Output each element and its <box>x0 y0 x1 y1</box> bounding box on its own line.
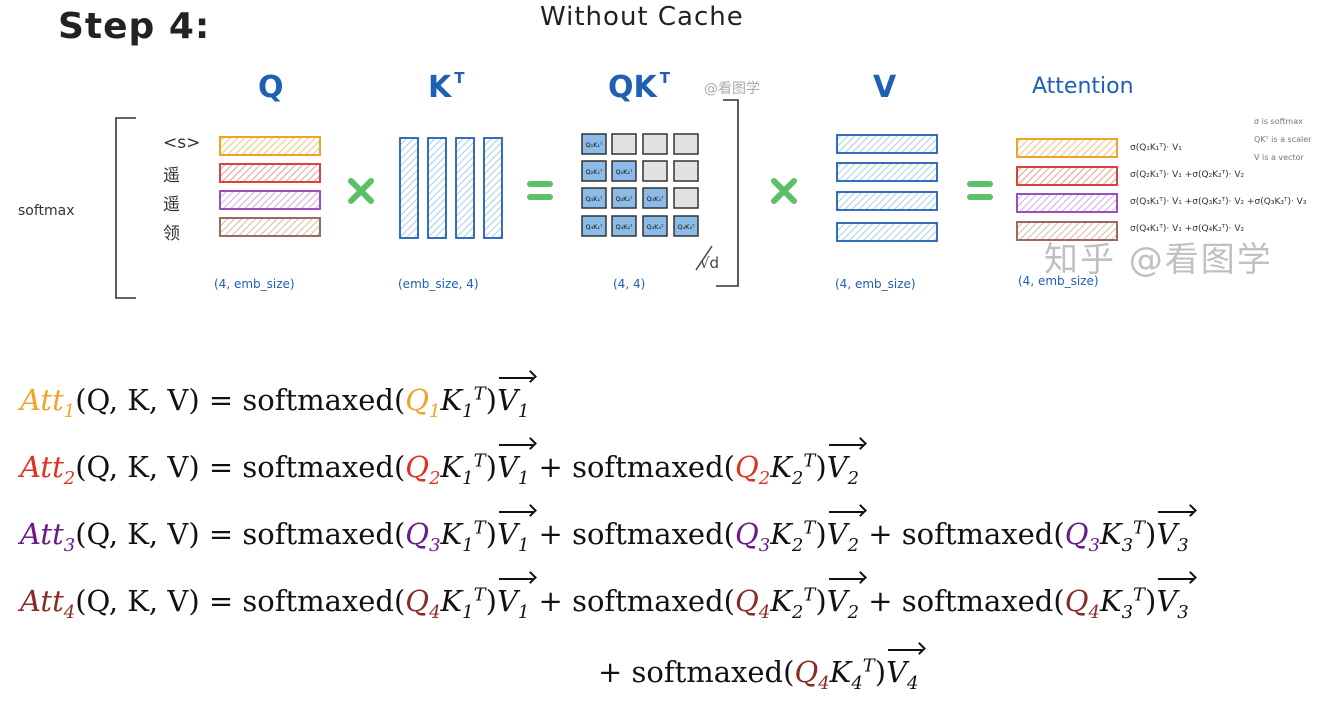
att-row-label-4: σ(Q₄K₁ᵀ)· V₁ +σ(Q₄K₂ᵀ)· V₂ <box>1130 224 1245 234</box>
equation-2: Att2(Q, K, V) = softmaxed(Q2K1T)V1 + sof… <box>20 444 864 489</box>
qk-cell <box>673 187 699 209</box>
equation-4-continued: + softmaxed(Q4K4T)V4 <box>598 649 923 694</box>
q-symbol: Q2 <box>405 450 441 489</box>
token-0: <s> <box>163 133 201 153</box>
qk-cell-label: Q₄K₃ᵀ <box>646 223 664 231</box>
equals-operator-2 <box>967 181 993 200</box>
v-vector: V2 <box>826 444 864 489</box>
k-col-1 <box>399 137 419 239</box>
q-row-1 <box>219 136 321 156</box>
header-qk-text: QK <box>608 70 657 105</box>
k-symbol: K1T <box>440 383 486 422</box>
qk-cell <box>581 160 607 182</box>
qk-cell-label: Q₁K₁ᵀ <box>585 141 603 149</box>
qk-cell-label: Q₃K₁ᵀ <box>585 195 603 203</box>
q-row-3 <box>219 190 321 210</box>
v-row-2 <box>836 162 938 182</box>
v-row-1 <box>836 134 938 154</box>
legend-item-3: V is a vector <box>1254 153 1304 162</box>
q-row-2 <box>219 163 321 183</box>
dim-att: (4, emb_size) <box>1018 274 1099 288</box>
softmax-label: softmax <box>18 203 75 219</box>
token-2: 遥 <box>163 195 180 215</box>
q-row-4 <box>219 217 321 237</box>
equation-1: Att1(Q, K, V) = softmaxed(Q1K1T)V1 <box>20 377 534 422</box>
header-q: Q <box>258 70 284 105</box>
q-symbol: Q1 <box>405 383 441 422</box>
qk-cell-label: Q₂K₁ᵀ <box>585 168 603 176</box>
v-vector: V1 <box>496 377 534 422</box>
att-row-label-1: σ(Q₁K₁ᵀ)· V₁ <box>1130 143 1182 153</box>
att-symbol: Att1 <box>20 383 76 422</box>
legend-item-2: QKᵀ is a scaler <box>1254 135 1312 144</box>
qk-cell <box>642 215 668 237</box>
qk-cell <box>611 160 637 182</box>
att-row-1 <box>1016 138 1118 158</box>
equation-3: Att3(Q, K, V) = softmaxed(Q3K1T)V1 + sof… <box>20 511 1194 556</box>
v-vector: V1 <box>496 444 534 489</box>
k-col-4 <box>483 137 503 239</box>
dim-qk: (4, 4) <box>613 277 646 291</box>
qk-cell-label: Q₂K₂ᵀ <box>615 168 633 176</box>
v-row-3 <box>836 191 938 211</box>
qk-cell <box>581 187 607 209</box>
qk-cell <box>611 133 637 155</box>
header-attention: Attention <box>1032 74 1134 99</box>
bracket-right <box>716 99 739 287</box>
v-row-4 <box>836 222 938 242</box>
qk-grid <box>581 133 699 237</box>
att-symbol: Att4 <box>20 584 76 623</box>
qk-cell-label: Q₃K₃ᵀ <box>646 195 664 203</box>
legend-item-1: σ is softmax <box>1254 117 1303 126</box>
qk-cell <box>611 187 637 209</box>
dim-v: (4, emb_size) <box>835 277 916 291</box>
sqrt-d-label: √d <box>700 254 719 272</box>
qk-cell-label: Q₄K₄ᵀ <box>677 223 695 231</box>
qk-cell <box>673 133 699 155</box>
qk-cell <box>581 215 607 237</box>
equation-4: Att4(Q, K, V) = softmaxed(Q4K1T)V1 + sof… <box>20 578 1194 623</box>
qk-cell-label: Q₄K₁ᵀ <box>585 223 603 231</box>
att-row-label-2: σ(Q₂K₁ᵀ)· V₁ +σ(Q₂K₂ᵀ)· V₂ <box>1130 170 1245 180</box>
header-k-sup: T <box>454 69 465 87</box>
qk-cell <box>673 160 699 182</box>
watermark-small: @看图学 <box>704 81 760 97</box>
att-row-4 <box>1016 221 1118 241</box>
att-row-label-3: σ(Q₃K₁ᵀ)· V₁ +σ(Q₃K₂ᵀ)· V₂ +σ(Q₃K₃ᵀ)· V₃ <box>1130 197 1307 207</box>
qk-cell <box>673 215 699 237</box>
equals-operator-1 <box>527 181 553 200</box>
qk-cell <box>581 133 607 155</box>
step-label: Step 4: <box>58 6 211 47</box>
diagram-title: Without Cache <box>540 2 744 32</box>
dim-q: (4, emb_size) <box>214 277 295 291</box>
k-col-3 <box>455 137 475 239</box>
times-operator-2 <box>771 178 797 204</box>
att-row-2 <box>1016 166 1118 186</box>
qk-cell-label: Q₄K₂ᵀ <box>615 223 633 231</box>
matrix-diagram: Q₁K₁ᵀ Q₂K₁ᵀ Q₂K₂ᵀ Q₃K₁ᵀ Q₃K₂ᵀ Q₃K₃ᵀ Q₄K₁… <box>115 99 1118 299</box>
att-symbol: Att3 <box>20 517 76 556</box>
att-row-3 <box>1016 193 1118 213</box>
qk-cell <box>642 187 668 209</box>
watermark-big: 知乎 @看图学 <box>1044 240 1273 280</box>
qk-cell <box>611 215 637 237</box>
att-symbol: Att2 <box>20 450 76 489</box>
qk-cell <box>642 133 668 155</box>
qk-cell-label: Q₃K₂ᵀ <box>615 195 633 203</box>
token-1: 遥 <box>163 166 180 186</box>
times-operator-1 <box>348 178 374 204</box>
bracket-left <box>115 117 136 299</box>
header-v: V <box>873 70 897 105</box>
dim-k: (emb_size, 4) <box>398 277 479 291</box>
qk-cell <box>642 160 668 182</box>
header-qk-sup: T <box>659 69 670 87</box>
sqrt-divider <box>695 245 713 271</box>
token-3: 领 <box>163 224 180 244</box>
k-col-2 <box>427 137 447 239</box>
eq-args: (Q, K, V) = softmaxed( <box>75 383 406 417</box>
header-k-text: K <box>428 70 452 105</box>
